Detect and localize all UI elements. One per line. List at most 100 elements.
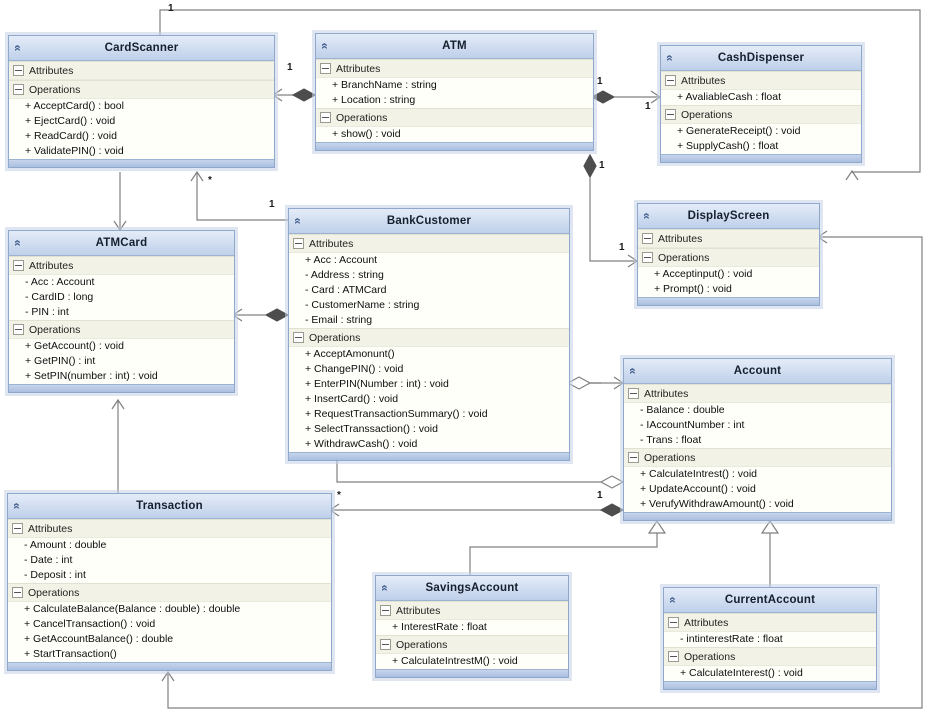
section-collapse-icon[interactable]	[668, 617, 679, 628]
section-collapse-icon[interactable]	[12, 523, 23, 534]
section-collapse-icon[interactable]	[13, 65, 24, 76]
section-collapse-icon[interactable]	[380, 639, 391, 650]
section-collapse-icon[interactable]	[380, 605, 391, 616]
class-footer	[661, 154, 861, 162]
section-label: Attributes	[309, 237, 354, 250]
connector-atm-displayscreen	[583, 153, 639, 268]
member-operation: + GetPIN() : int	[9, 354, 234, 369]
section-attributes[interactable]: Attributes	[9, 61, 274, 80]
collapse-chevron-icon[interactable]: «	[626, 367, 640, 375]
section-collapse-icon[interactable]	[320, 112, 331, 123]
class-header: «CurrentAccount	[664, 588, 876, 613]
section-attributes[interactable]: Attributes	[9, 256, 234, 275]
section-operations[interactable]: Operations	[8, 583, 331, 602]
section-attributes[interactable]: Attributes	[664, 613, 876, 632]
connector-bankcustomer-account-aggregation-arrow	[566, 376, 625, 390]
connector-account-transaction	[328, 503, 625, 517]
collapse-chevron-icon[interactable]: «	[291, 217, 305, 225]
member-attribute: + Location : string	[316, 93, 593, 108]
section-operations[interactable]: Operations	[9, 320, 234, 339]
member-operation: + SelectTranssaction() : void	[289, 422, 569, 437]
member-attribute: - Acc : Account	[9, 275, 234, 290]
class-name: CashDispenser	[717, 52, 805, 64]
class-footer	[638, 297, 819, 305]
connector-transaction-atmcard	[111, 398, 125, 493]
class-footer	[9, 159, 274, 167]
multiplicity-label: 1	[597, 76, 603, 87]
member-operation: + Prompt() : void	[638, 282, 819, 297]
section-collapse-icon[interactable]	[320, 63, 331, 74]
collapse-chevron-icon[interactable]: «	[318, 42, 332, 50]
class-name: CardScanner	[104, 42, 179, 54]
section-operations[interactable]: Operations	[376, 635, 568, 654]
section-collapse-icon[interactable]	[665, 109, 676, 120]
collapse-chevron-icon[interactable]: «	[640, 212, 654, 220]
section-collapse-icon[interactable]	[12, 587, 23, 598]
section-attributes[interactable]: Attributes	[316, 59, 593, 78]
collapse-chevron-icon[interactable]: «	[378, 584, 392, 592]
collapse-chevron-icon[interactable]: «	[10, 502, 24, 510]
class-header: «BankCustomer	[289, 209, 569, 234]
member-operation: + RequestTransactionSummary() : void	[289, 407, 569, 422]
member-operation: + CancelTransaction() : void	[8, 617, 331, 632]
member-operation: + SupplyCash() : float	[661, 139, 861, 154]
section-operations[interactable]: Operations	[661, 105, 861, 124]
class-header: « CashDispenser	[661, 46, 861, 71]
section-operations[interactable]: Operations	[289, 328, 569, 347]
member-operation: + AcceptAmonunt()	[289, 347, 569, 362]
member-attribute: + AvaliableCash : float	[661, 90, 861, 105]
section-collapse-icon[interactable]	[13, 324, 24, 335]
section-attributes[interactable]: Attributes	[376, 601, 568, 620]
class-footer	[289, 452, 569, 460]
collapse-chevron-icon[interactable]: «	[666, 596, 680, 604]
member-operation: + CalculateIntrestM() : void	[376, 654, 568, 669]
section-collapse-icon[interactable]	[642, 252, 653, 263]
section-label: Operations	[336, 111, 388, 124]
class-header: «DisplayScreen	[638, 204, 819, 229]
member-operation: + InsertCard() : void	[289, 392, 569, 407]
class-header: «SavingsAccount	[376, 576, 568, 601]
connector-bankcustomer-account-aggregation	[336, 460, 625, 489]
section-operations[interactable]: Operations	[9, 80, 274, 99]
section-collapse-icon[interactable]	[668, 651, 679, 662]
section-collapse-icon[interactable]	[293, 238, 304, 249]
section-attributes[interactable]: Attributes	[8, 519, 331, 538]
section-attributes[interactable]: Attributes	[289, 234, 569, 253]
section-collapse-icon[interactable]	[13, 260, 24, 271]
section-operations[interactable]: Operations	[316, 108, 593, 127]
section-attributes[interactable]: Attributes	[624, 384, 891, 403]
member-attribute: - IAccountNumber : int	[624, 418, 891, 433]
member-attribute: - Deposit : int	[8, 568, 331, 583]
collapse-chevron-icon[interactable]: «	[663, 54, 677, 62]
section-attributes[interactable]: Attributes	[638, 229, 819, 248]
section-collapse-icon[interactable]	[293, 332, 304, 343]
section-collapse-icon[interactable]	[665, 75, 676, 86]
member-attribute: - intinterestRate : float	[664, 632, 876, 647]
section-operations[interactable]: Operations	[624, 448, 891, 467]
collapse-chevron-icon[interactable]: «	[11, 44, 25, 52]
section-label: Attributes	[684, 616, 729, 629]
section-collapse-icon[interactable]	[642, 233, 653, 244]
section-operations[interactable]: Operations	[638, 248, 819, 267]
section-collapse-icon[interactable]	[13, 84, 24, 95]
section-attributes[interactable]: Attributes	[661, 71, 861, 90]
section-collapse-icon[interactable]	[628, 452, 639, 463]
section-collapse-icon[interactable]	[628, 388, 639, 399]
class-footer	[316, 142, 593, 150]
class-header: «ATM	[316, 34, 593, 59]
section-operations[interactable]: Operations	[664, 647, 876, 666]
multiplicity-label: 1	[168, 3, 174, 14]
collapse-chevron-icon[interactable]: «	[11, 239, 25, 247]
member-operation: + StartTransaction()	[8, 647, 331, 662]
